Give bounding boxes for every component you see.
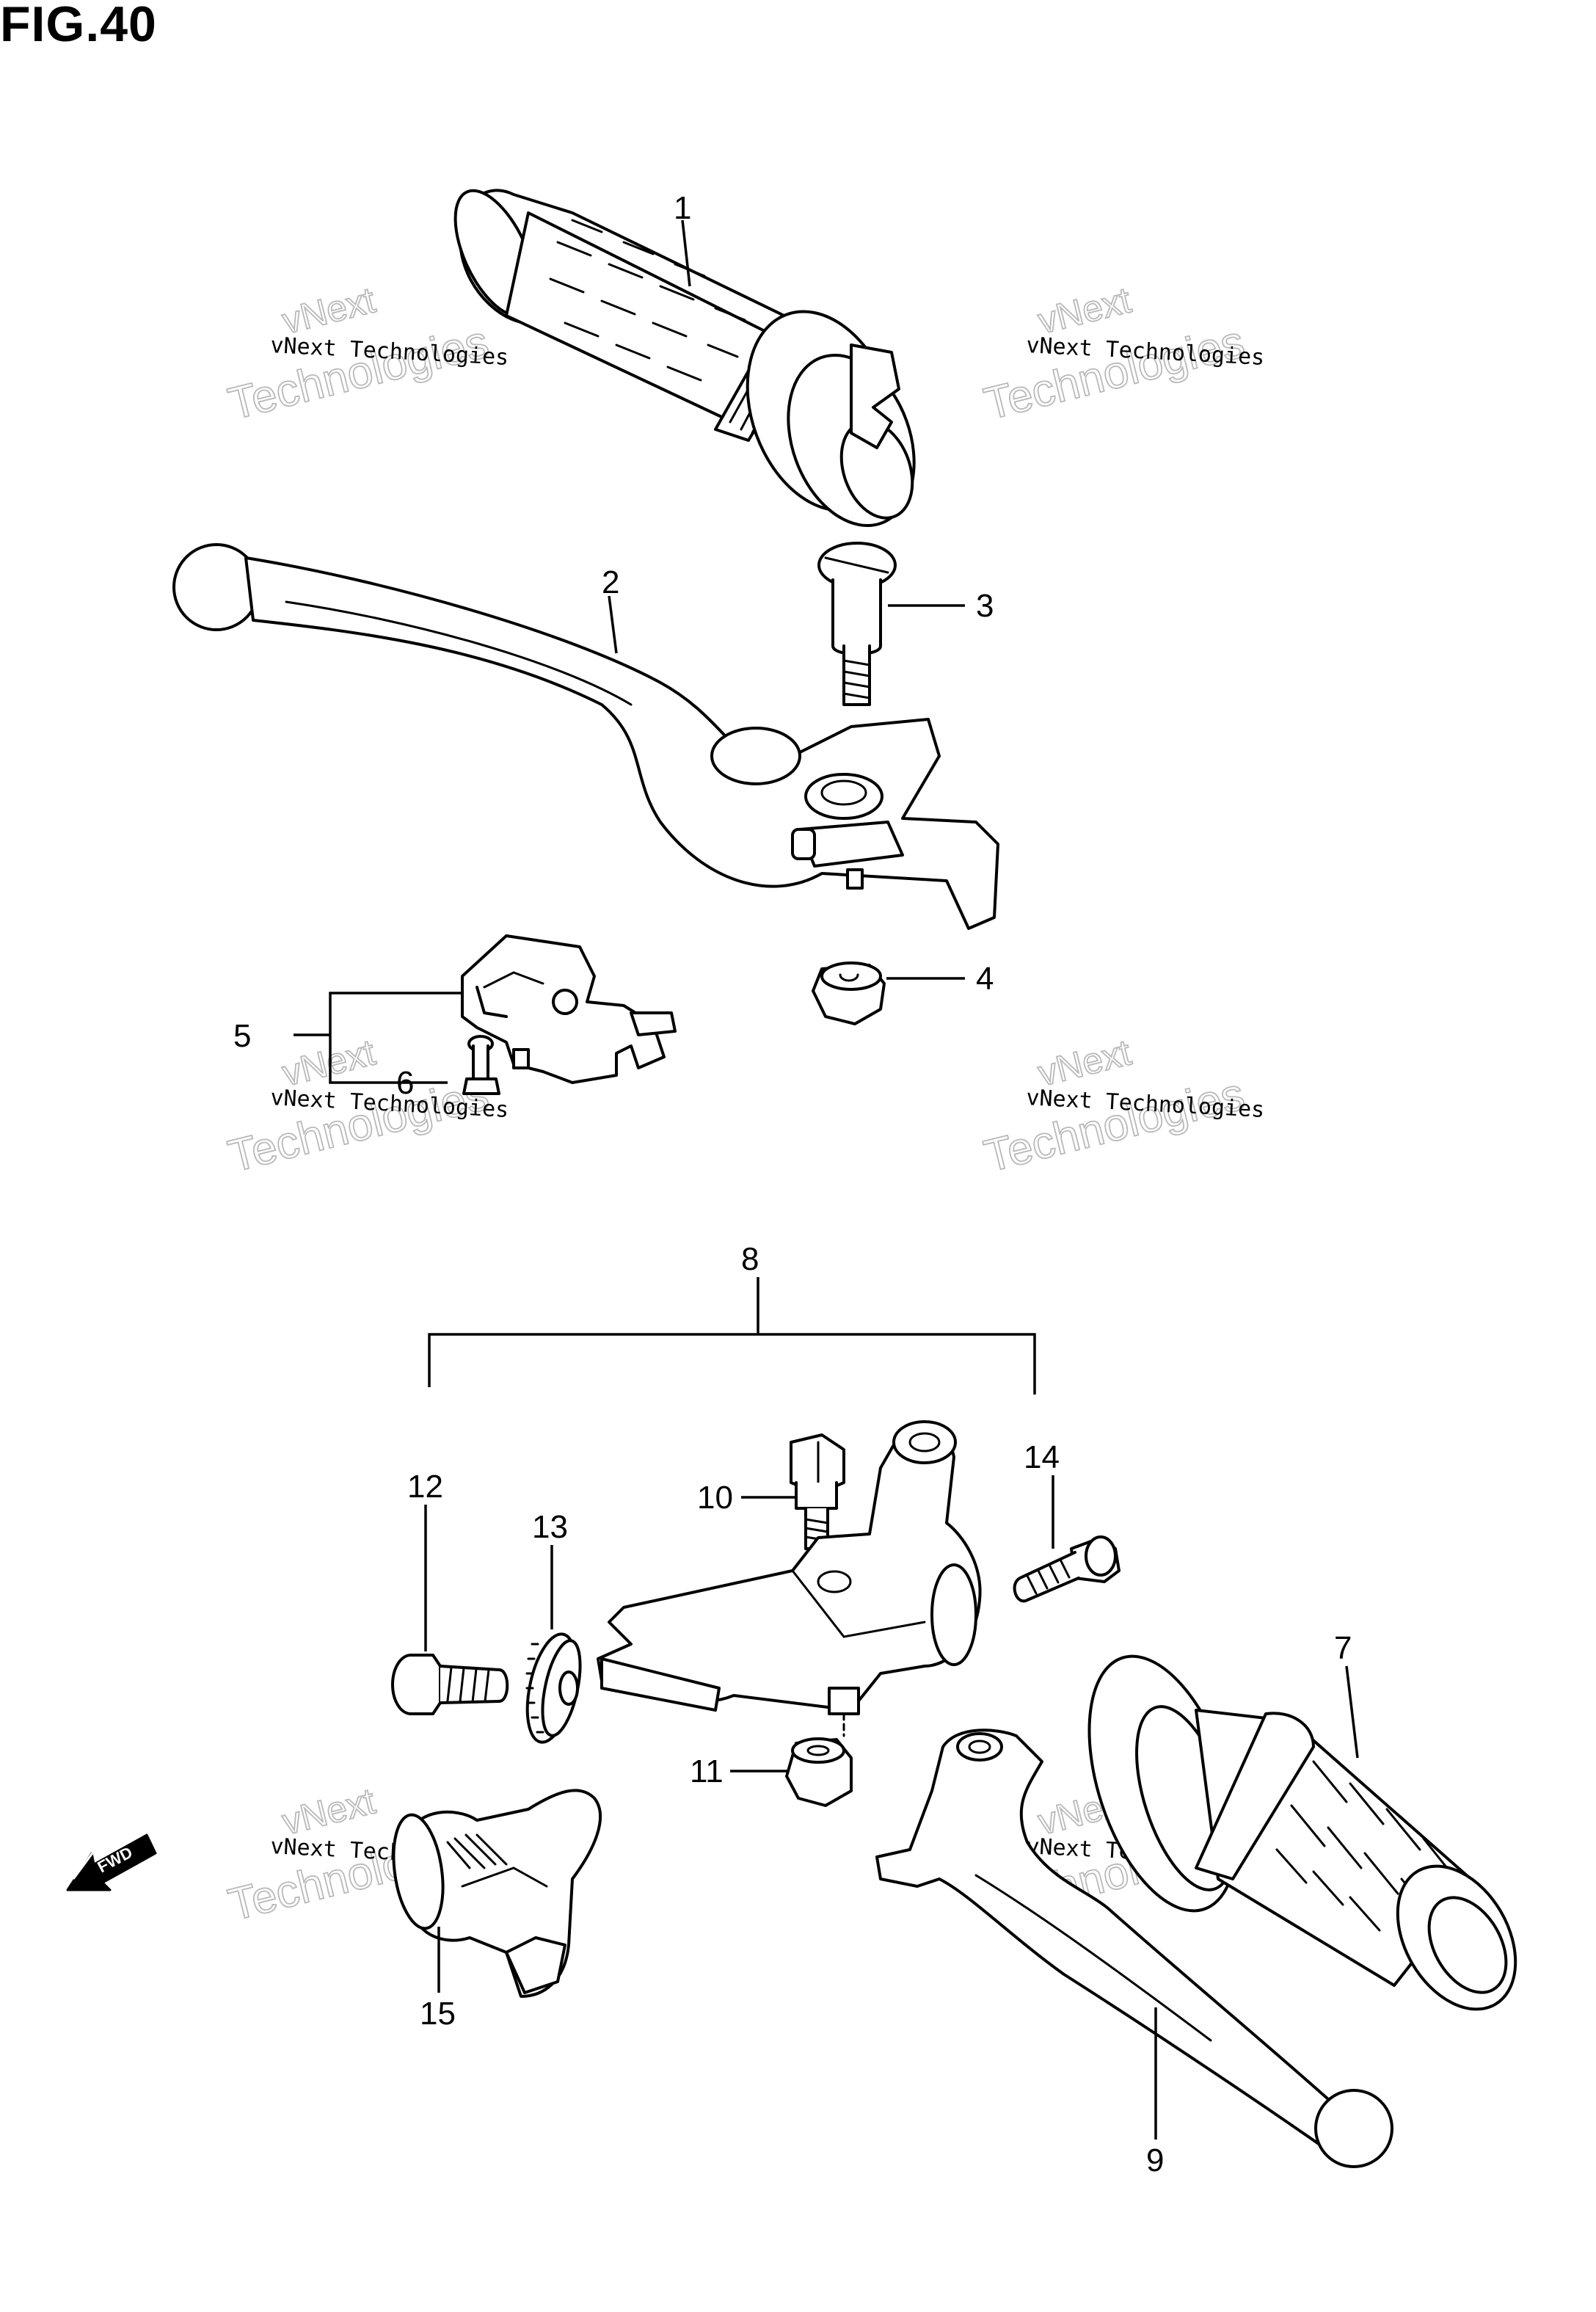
svg-text:vNext: vNext — [1034, 1031, 1135, 1094]
callout-5: 5 — [233, 1018, 251, 1054]
watermark-top-right: vNext Technologies vNext Technologies — [979, 278, 1265, 430]
part-8-lever-holder-assembly: 8 — [428, 1241, 1036, 1395]
callout-13: 13 — [532, 1509, 568, 1545]
part-14-clamp-bolt: 14 — [1013, 1439, 1121, 1603]
part-2-brake-lever: 2 — [172, 543, 999, 930]
callout-14: 14 — [1024, 1439, 1060, 1475]
callout-8: 8 — [741, 1241, 759, 1277]
svg-text:Technologies: Technologies — [224, 316, 494, 430]
callout-15: 15 — [420, 1996, 456, 2032]
callout-11: 11 — [690, 1753, 724, 1789]
part-3-pivot-bolt: 3 — [817, 542, 994, 706]
svg-text:Technologies: Technologies — [224, 1069, 494, 1182]
part-1-throttle-grip: 1 — [453, 189, 916, 528]
fwd-arrow-icon: FWD — [66, 1833, 157, 1891]
watermark-mid-left: vNext Technologies vNext Technologies — [223, 1030, 509, 1182]
figure-title: FIG.40 — [0, 0, 157, 52]
clutch-lever-holder — [597, 1420, 982, 1737]
part-13-adjuster-nut: 13 — [525, 1509, 582, 1744]
callout-1: 1 — [674, 190, 691, 226]
part-12-adjuster-bolt: 12 — [391, 1469, 509, 1715]
callout-6: 6 — [396, 1065, 414, 1101]
part-6-switch-screw: 6 — [396, 1035, 500, 1101]
callout-7: 7 — [1334, 1630, 1352, 1666]
part-11-nut: 11 — [690, 1737, 853, 1807]
callout-4: 4 — [976, 961, 994, 997]
svg-text:Technologies: Technologies — [980, 1069, 1250, 1182]
part-7-left-grip: 7 — [1087, 1630, 1517, 2011]
watermark-mid-right: vNext Technologies vNext Technologies — [979, 1030, 1265, 1182]
svg-text:vNext: vNext — [278, 1031, 379, 1094]
callout-12: 12 — [407, 1469, 443, 1505]
watermark-top-left: vNext Technologies vNext Technologies — [223, 278, 509, 430]
svg-text:Technologies: Technologies — [980, 316, 1250, 430]
callout-2: 2 — [602, 564, 619, 600]
svg-text:vNext: vNext — [278, 1780, 379, 1842]
part-5-brake-switch: 5 — [233, 934, 677, 1084]
callout-3: 3 — [976, 588, 994, 624]
part-9-clutch-lever: 9 — [875, 1728, 1393, 2178]
svg-text:vNext: vNext — [1034, 279, 1135, 341]
callout-9: 9 — [1146, 2142, 1164, 2178]
svg-text:vNext: vNext — [278, 279, 379, 341]
callout-10: 10 — [697, 1480, 733, 1516]
part-4-nut: 4 — [812, 961, 994, 1025]
part-15-lever-cover: 15 — [392, 1789, 602, 2032]
